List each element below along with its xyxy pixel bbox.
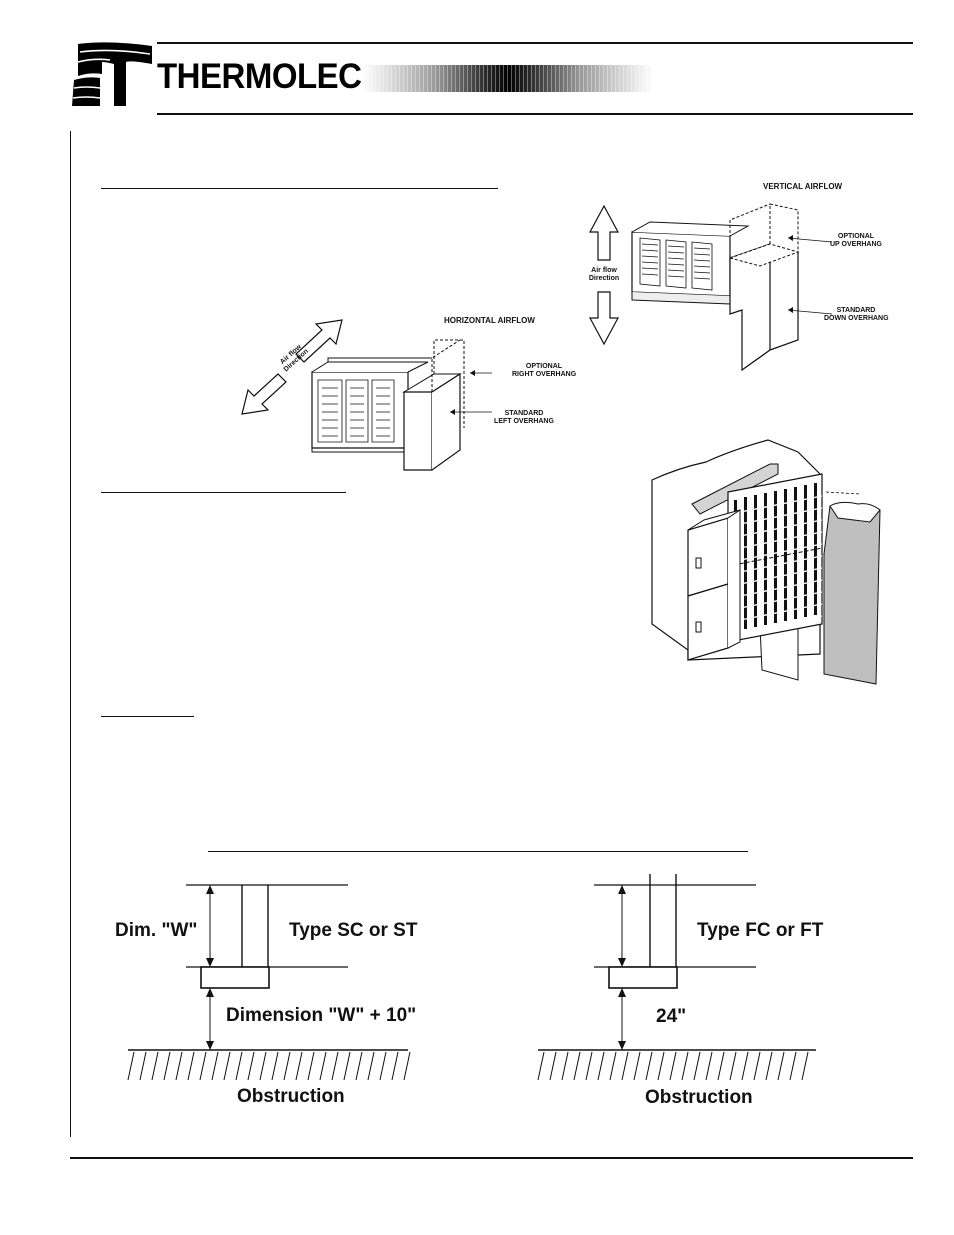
vertical-airflow-arrow-icon (588, 204, 620, 346)
vertical-standard-label: STANDARD DOWN OVERHANG (824, 307, 889, 323)
clearance-left-value: Dimension "W" + 10" (226, 1005, 417, 1026)
vertical-direction-label: Air flow Direction (588, 267, 620, 283)
obstruction-left-label: Obstruction (237, 1086, 345, 1107)
thermolec-logo-icon (72, 42, 152, 106)
horizontal-heater-drawing (311, 339, 492, 471)
dim-w-label: Dim. "W" (115, 920, 198, 941)
header-gradient-bar (363, 65, 653, 92)
horizontal-airflow-title: HORIZONTAL AIRFLOW (444, 316, 535, 325)
footer-rule (70, 1157, 913, 1159)
obstruction-right-label: Obstruction (645, 1087, 753, 1108)
horizontal-standard-label: STANDARD LEFT OVERHANG (494, 410, 554, 426)
vertical-heater-drawing (631, 203, 833, 372)
type-fc-ft-label: Type FC or FT (697, 920, 824, 941)
section-rule-1 (101, 188, 498, 189)
horizontal-optional-label: OPTIONAL RIGHT OVERHANG (512, 363, 577, 379)
horizontal-airflow-arrow-icon (241, 319, 343, 415)
clearance-left-drawing (127, 884, 411, 1081)
duct-installation-illustration (651, 439, 881, 685)
vertical-optional-label: OPTIONAL UP OVERHANG (830, 233, 882, 249)
header-bottom-rule (157, 113, 913, 115)
section-rule-4 (208, 851, 748, 852)
clearance-right-value: 24" (656, 1006, 687, 1027)
brand-name: THERMOLEC (157, 55, 362, 96)
section-rule-3 (101, 716, 194, 717)
type-sc-st-label: Type SC or ST (289, 920, 418, 941)
section-rule-2 (101, 492, 346, 493)
left-margin-rule (70, 131, 71, 1137)
vertical-airflow-title: VERTICAL AIRFLOW (763, 182, 843, 191)
clearance-right-drawing (537, 874, 816, 1081)
header-top-rule (157, 42, 913, 44)
